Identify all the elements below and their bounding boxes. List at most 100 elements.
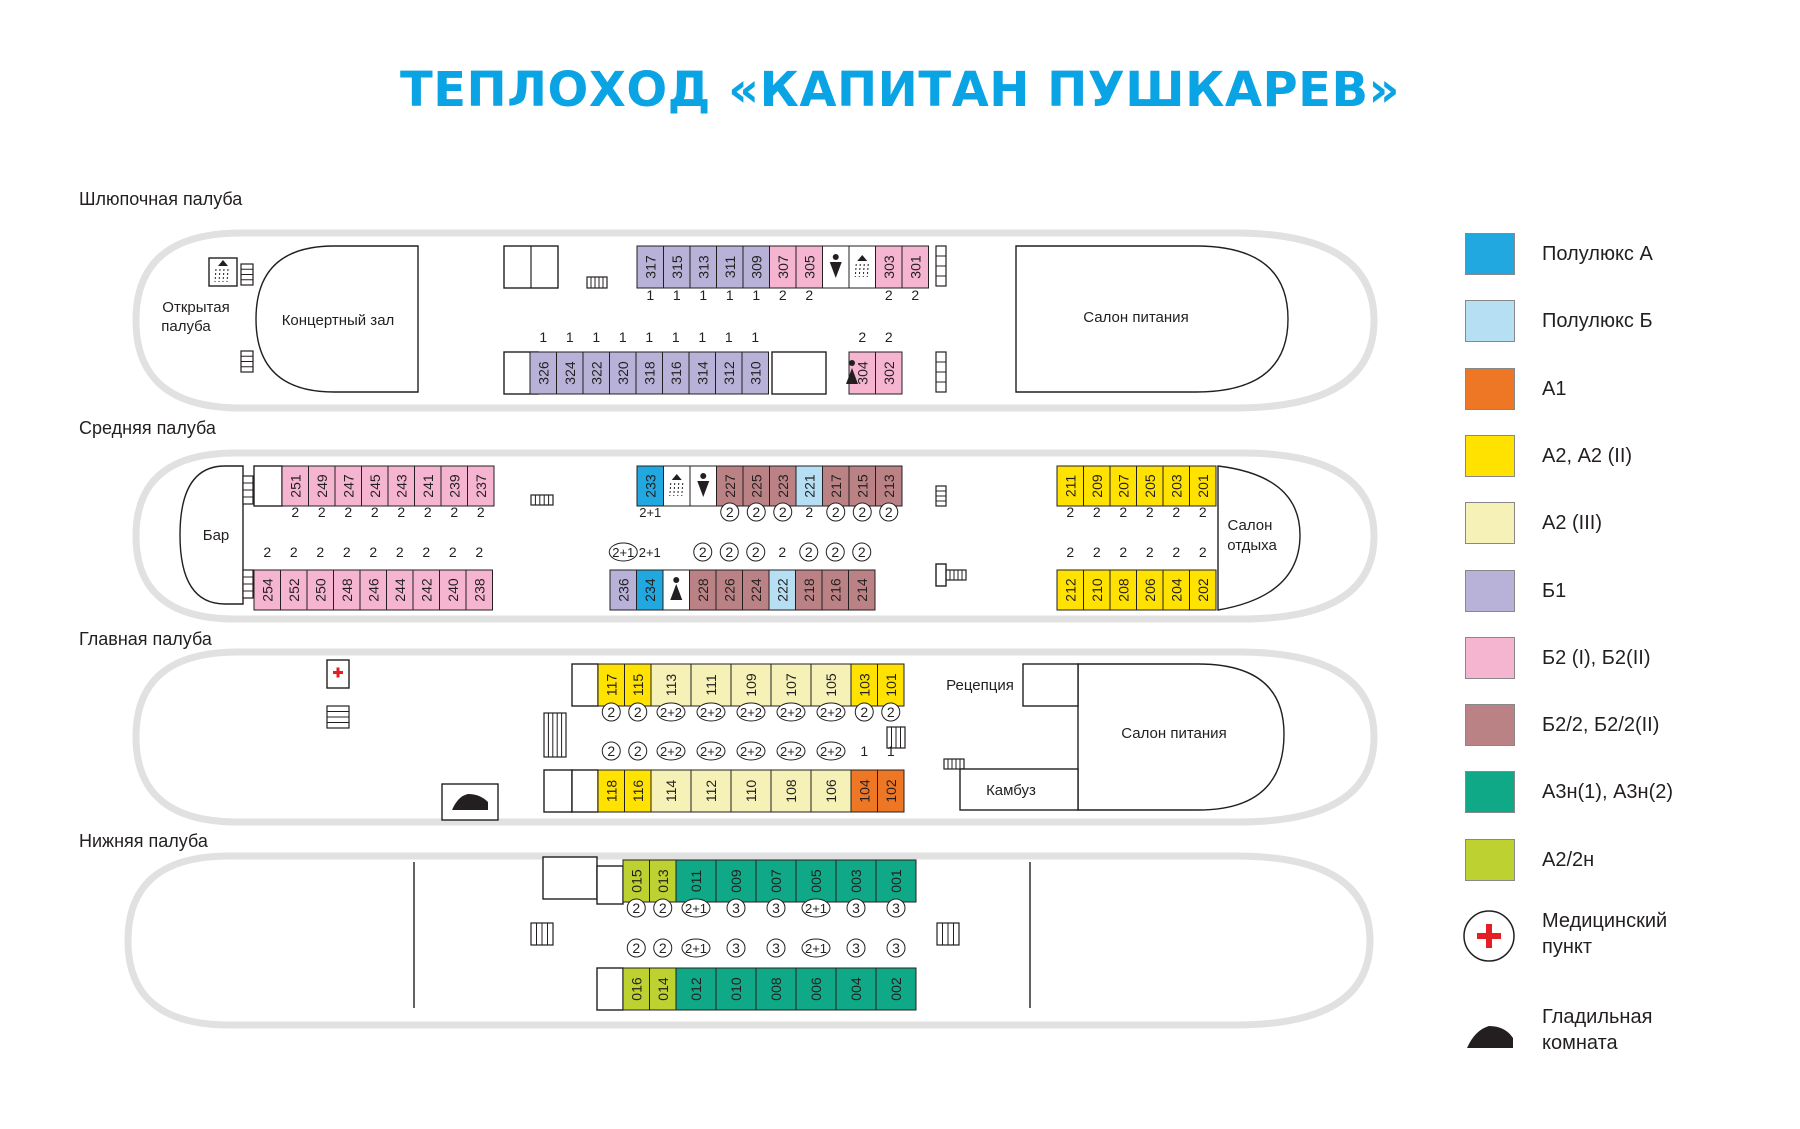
cabin-number: 251 (287, 474, 303, 498)
reception-label: Рецепция (946, 677, 1014, 694)
cabin-117 (597, 663, 625, 707)
berth-count: 2+2 (820, 705, 842, 720)
cabin-number: 302 (881, 361, 897, 385)
cabin-250 (306, 569, 334, 611)
cabin-212 (1056, 569, 1084, 611)
berth-circle (601, 741, 621, 761)
berth-circle (746, 542, 766, 562)
cabin-254 (253, 569, 281, 611)
berth-count: 2 (778, 544, 786, 560)
berth-count: 2 (449, 544, 457, 560)
berth-count: 2 (1172, 544, 1180, 560)
berth-count: 2 (885, 504, 893, 520)
berth-circle (693, 542, 713, 562)
berth-circle (852, 542, 872, 562)
berth-circle (653, 898, 673, 918)
cabin-number: 226 (721, 578, 737, 602)
berth-count: 1 (592, 329, 600, 345)
legend-label: Полулюкс Б (1542, 310, 1653, 333)
reception-desk (1022, 663, 1079, 707)
cabin-number: 320 (615, 361, 631, 385)
cabin-115 (624, 663, 652, 707)
stairs-icon (242, 569, 254, 599)
berth-count: 2 (831, 544, 839, 560)
cabin-number: 014 (655, 977, 671, 1001)
cabin-number: 203 (1168, 474, 1184, 498)
cabin-number: 304 (854, 361, 870, 385)
berth-count: 2 (316, 544, 324, 560)
legend-label: Б1 (1542, 579, 1567, 602)
berth-count: 2 (450, 504, 458, 520)
cabin-number: 254 (259, 578, 275, 602)
cabin-233 (636, 465, 664, 507)
cabin-number: 007 (768, 869, 784, 893)
cabin-number: 311 (722, 256, 738, 279)
cabin-301 (901, 245, 929, 289)
cabin-number: 211 (1062, 475, 1078, 498)
cabin-242 (412, 569, 440, 611)
berth-count: 1 (566, 329, 574, 345)
berth-count: 2+1 (685, 901, 707, 916)
cabin-236 (609, 569, 637, 611)
cabin-number: 316 (668, 361, 684, 385)
cabin-324 (556, 351, 584, 395)
berth-count: 2 (805, 544, 813, 560)
cabin-number: 326 (535, 361, 551, 385)
legend-swatch (1465, 569, 1515, 612)
berth-count: 2+2 (780, 705, 802, 720)
berth-count: 2 (805, 287, 813, 303)
cabin-207 (1109, 465, 1137, 507)
cabin-309 (742, 245, 770, 289)
deck-label-main: Главная палуба (79, 629, 213, 649)
cabin-number: 105 (823, 673, 839, 697)
cabin-number: 112 (703, 780, 719, 803)
cabin-number: 252 (286, 578, 302, 602)
berth-count: 2 (634, 743, 642, 759)
berth-circle (656, 741, 686, 761)
cabin-116 (624, 769, 652, 813)
toilet-female-icon (829, 254, 842, 278)
cabin-number: 224 (748, 578, 764, 602)
berth-count: 1 (698, 329, 706, 345)
cabin-108 (770, 769, 812, 813)
berth-count: 2 (397, 504, 405, 520)
cabin-248 (333, 569, 361, 611)
boat-deck-room (771, 351, 827, 395)
shower-icon (214, 260, 229, 283)
cabin-number: 008 (768, 977, 784, 1001)
open-deck-label: Открытая (162, 299, 229, 316)
berth-count: 3 (732, 940, 740, 956)
cabin-number: 208 (1115, 578, 1131, 602)
cabin-number: 315 (669, 255, 685, 279)
berth-count: 1 (752, 287, 760, 303)
deck-label-boat: Шлюпочная палуба (79, 189, 243, 209)
stairs-icon (240, 263, 254, 286)
berth-count: 2+1 (639, 545, 661, 560)
berth-count: 3 (852, 900, 860, 916)
cabin-118 (597, 769, 625, 813)
cabin-222 (768, 569, 796, 611)
cabin-number: 209 (1089, 474, 1105, 498)
dining-salon-boat-deck (1015, 245, 1289, 393)
berth-circle (696, 702, 726, 722)
page-title: ТЕПЛОХОД «КАПИТАН ПУШКАРЕВ» (399, 62, 1401, 118)
cabin-number: 225 (748, 474, 764, 498)
stairs-icon (326, 705, 350, 729)
toilet-female-icon (697, 473, 710, 497)
berth-circle (881, 702, 901, 722)
legend-swatch (1465, 300, 1515, 343)
cabin-number: 312 (721, 361, 737, 385)
cabin-number: 221 (801, 474, 817, 498)
berth-count: 2 (1066, 544, 1074, 560)
cabin-number: 228 (695, 578, 711, 602)
berth-count: 2+2 (700, 705, 722, 720)
legend-swatch (1465, 771, 1515, 814)
berth-circle (656, 702, 686, 722)
medical-cross-icon (333, 667, 343, 678)
cabin-number: 244 (392, 578, 408, 602)
berth-count: 2 (291, 504, 299, 520)
cabin-number: 103 (856, 673, 872, 697)
cabin-number: 207 (1115, 474, 1131, 498)
cabin-number: 236 (615, 578, 631, 602)
berth-count: 3 (892, 940, 900, 956)
